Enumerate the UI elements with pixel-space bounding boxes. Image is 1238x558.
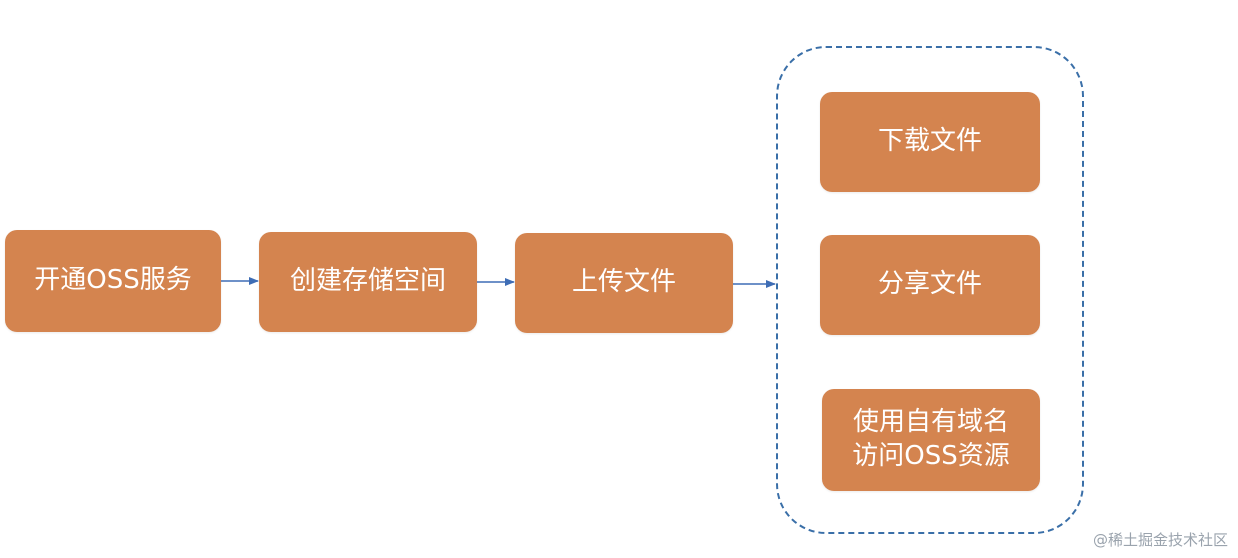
- watermark: @稀土掘金技术社区: [1092, 531, 1228, 549]
- option-share-file: 分享文件: [820, 235, 1040, 335]
- options-group: [776, 46, 1084, 534]
- step-upload-file: 上传文件: [515, 233, 733, 333]
- option-download-file: 下载文件: [820, 92, 1040, 192]
- step-open-oss: 开通OSS服务: [5, 230, 221, 332]
- option-custom-domain: 使用自有域名 访问OSS资源: [822, 389, 1040, 491]
- step-create-bucket: 创建存储空间: [259, 232, 477, 332]
